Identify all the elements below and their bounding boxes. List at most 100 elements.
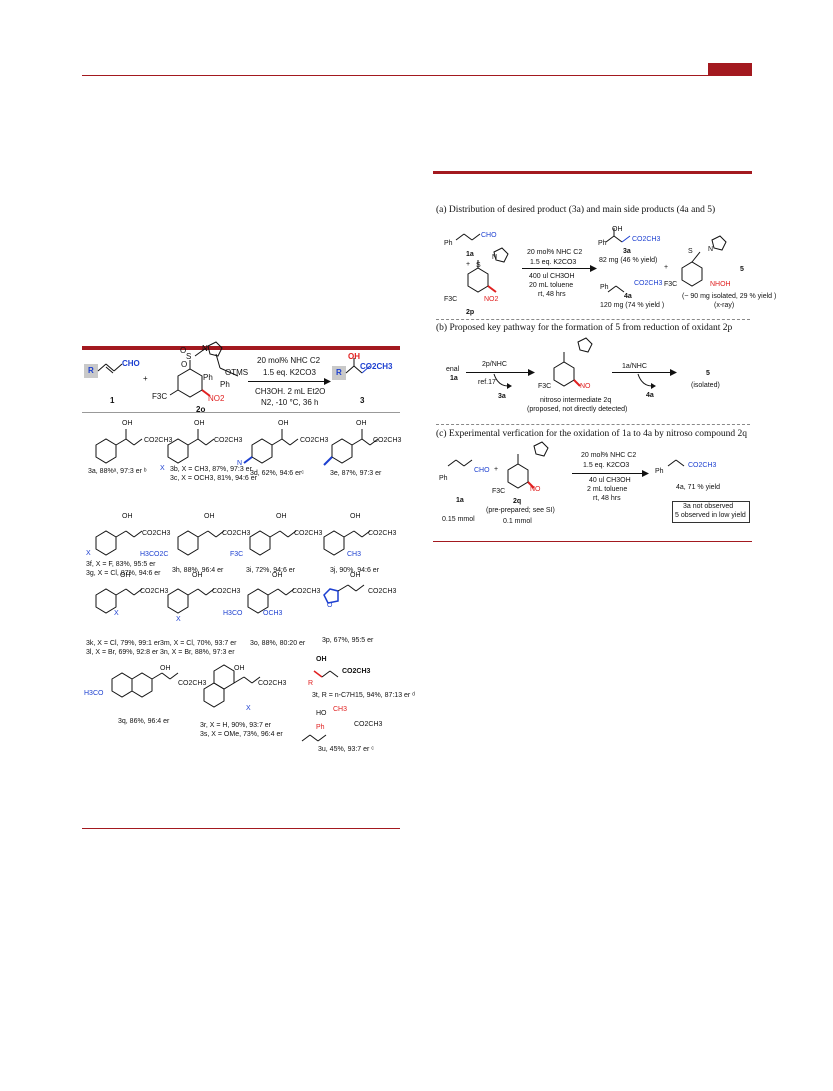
plus-sign: + bbox=[143, 374, 148, 383]
enal-R: R bbox=[88, 366, 94, 375]
oxidant-Ph1: Ph bbox=[203, 373, 213, 382]
b-isolated: (isolated) bbox=[691, 382, 720, 389]
entry-3l: 3l, X = Br, 69%, 92:8 er bbox=[86, 649, 159, 656]
oh-3h: OH bbox=[204, 513, 215, 520]
x-3f: X bbox=[86, 550, 91, 557]
divider-bc bbox=[436, 424, 750, 425]
x-3m: X bbox=[176, 616, 181, 623]
c-plus: + bbox=[494, 466, 499, 473]
a-label-3a: 3a bbox=[623, 248, 631, 255]
scheme-left-bottom-rule bbox=[82, 828, 400, 829]
entry-3k: 3k, X = Cl, 79%, 99:1 er bbox=[86, 640, 161, 647]
c-mmol-2q: 0.1 mmol bbox=[503, 518, 532, 525]
b-2p-nhc: 2p/NHC bbox=[482, 361, 507, 368]
a-label-4a: 4a bbox=[624, 293, 632, 300]
a-plus-2: + bbox=[664, 264, 669, 271]
entry-3n: 3n, X = Br, 88%, 97:3 er bbox=[160, 649, 235, 656]
co2-3j: CO2CH3 bbox=[368, 530, 397, 537]
och3-3o: OCH3 bbox=[263, 610, 283, 617]
panel-a-structures bbox=[455, 228, 727, 293]
oh-3d: OH bbox=[278, 420, 289, 427]
a-co2-4a: CO2CH3 bbox=[634, 280, 663, 287]
co2-3t: CO2CH3 bbox=[342, 668, 371, 675]
oh-3m: OH bbox=[192, 572, 203, 579]
h3co-3q: H3CO bbox=[84, 690, 104, 697]
oh-3a: OH bbox=[122, 420, 133, 427]
a-yield-5: (~ 90 mg isolated, 29 % yield ) bbox=[682, 293, 777, 300]
a-arrow bbox=[522, 268, 592, 269]
reagent-1: 20 mol% NHC C2 bbox=[257, 356, 321, 365]
x-3k: X bbox=[114, 610, 119, 617]
co2-3q: CO2CH3 bbox=[178, 680, 207, 687]
b-1a: 1a bbox=[450, 375, 458, 382]
c-ph-4a: Ph bbox=[655, 468, 664, 475]
oh-3b: OH bbox=[194, 420, 205, 427]
c-reagent-5: rt, 48 hrs bbox=[593, 495, 621, 502]
c-no: NO bbox=[530, 486, 541, 493]
a-oh-3a: OH bbox=[612, 226, 623, 233]
label-2o: 2o bbox=[196, 405, 206, 414]
o-3p: O bbox=[327, 602, 333, 609]
co2-3m: CO2CH3 bbox=[212, 588, 241, 595]
b-f3c: F3C bbox=[538, 383, 552, 390]
entry-3q: 3q, 86%, 96:4 er bbox=[118, 718, 170, 725]
label-1: 1 bbox=[110, 396, 115, 405]
entry-3h: 3h, 88%, 96:4 er bbox=[172, 567, 224, 574]
co2-3a: CO2CH3 bbox=[144, 437, 173, 444]
oh-3t: OH bbox=[316, 656, 327, 663]
oxidant-2o-structure bbox=[169, 341, 239, 398]
a-reagent-4: 20 mL toluene bbox=[529, 282, 574, 289]
co2-3r: CO2CH3 bbox=[258, 680, 287, 687]
entry-3j: 3j, 90%, 94:6 er bbox=[330, 567, 380, 574]
a-f3c-5: F3C bbox=[664, 281, 678, 288]
c-preprep: (pre-prepared; see SI) bbox=[486, 507, 555, 514]
oh-3k: OH bbox=[120, 572, 131, 579]
entry-3c: 3c, X = OCH3, 81%, 94:6 er bbox=[170, 475, 257, 482]
a-reagent-2: 1.5 eq. K2CO3 bbox=[530, 259, 577, 266]
c-not-observed: 3a not observed bbox=[683, 503, 734, 510]
co2-3u: CO2CH3 bbox=[354, 721, 383, 728]
a-xray: (x-ray) bbox=[714, 302, 735, 309]
c-reagent-1: 20 mol% NHC C2 bbox=[581, 452, 637, 459]
b-curl-2 bbox=[637, 373, 656, 389]
a-nhoh-5: NHOH bbox=[710, 281, 731, 288]
enal-cho: CHO bbox=[122, 359, 140, 368]
c-arrowhead bbox=[642, 470, 649, 477]
a-yield-3a: 82 mg (46 % yield) bbox=[599, 257, 658, 264]
a-label-1a: 1a bbox=[466, 251, 474, 258]
b-1a-nhc: 1a/NHC bbox=[622, 363, 647, 370]
label-3: 3 bbox=[360, 396, 365, 405]
oxidant-S: S bbox=[186, 352, 192, 361]
panel-b-title: (b) Proposed key pathway for the formati… bbox=[436, 323, 733, 333]
reagent-4: N2, -10 °C, 36 h bbox=[261, 398, 319, 407]
a-co2-3a: CO2CH3 bbox=[632, 236, 661, 243]
entry-3b: 3b, X = CH3, 87%, 97:3 er bbox=[170, 466, 252, 473]
x-3r: X bbox=[246, 705, 251, 712]
c-reagent-3: 40 ul CH3OH bbox=[589, 477, 631, 484]
a-N-5: N bbox=[708, 246, 714, 253]
b-arrowhead-1 bbox=[528, 369, 535, 376]
scheme-right-bottom-rule bbox=[433, 541, 752, 542]
a-label-5: 5 bbox=[740, 266, 744, 273]
c-1a: 1a bbox=[456, 497, 464, 504]
oh-3p: OH bbox=[350, 572, 361, 579]
co2-3d: CO2CH3 bbox=[300, 437, 329, 444]
oh-3o: OH bbox=[272, 572, 283, 579]
panel-a-title: (a) Distribution of desired product (3a)… bbox=[436, 205, 716, 215]
b-5: 5 bbox=[706, 370, 710, 377]
entry-3i: 3i, 72%, 94:6 er bbox=[246, 567, 296, 574]
b-no: NO bbox=[580, 383, 591, 390]
a-ph-4a: Ph bbox=[600, 284, 609, 291]
entry-3p: 3p, 67%, 95:5 er bbox=[322, 637, 374, 644]
scheme-left-divider bbox=[82, 412, 400, 413]
entry-3m: 3m, X = Cl, 70%, 93:7 er bbox=[160, 640, 237, 647]
n-3d: N bbox=[237, 460, 243, 467]
c-reagent-2: 1.5 eq. K2CO3 bbox=[583, 462, 630, 469]
ester-3h: H3CO2C bbox=[140, 551, 169, 558]
co2-3p: CO2CH3 bbox=[368, 588, 397, 595]
b-proposed: (proposed, not directly detected) bbox=[527, 406, 628, 413]
ho-3u: HO bbox=[316, 710, 327, 717]
a-yield-4a: 120 mg (74 % yield ) bbox=[600, 302, 665, 309]
c-ph: Ph bbox=[439, 475, 448, 482]
oh-3i: OH bbox=[276, 513, 287, 520]
